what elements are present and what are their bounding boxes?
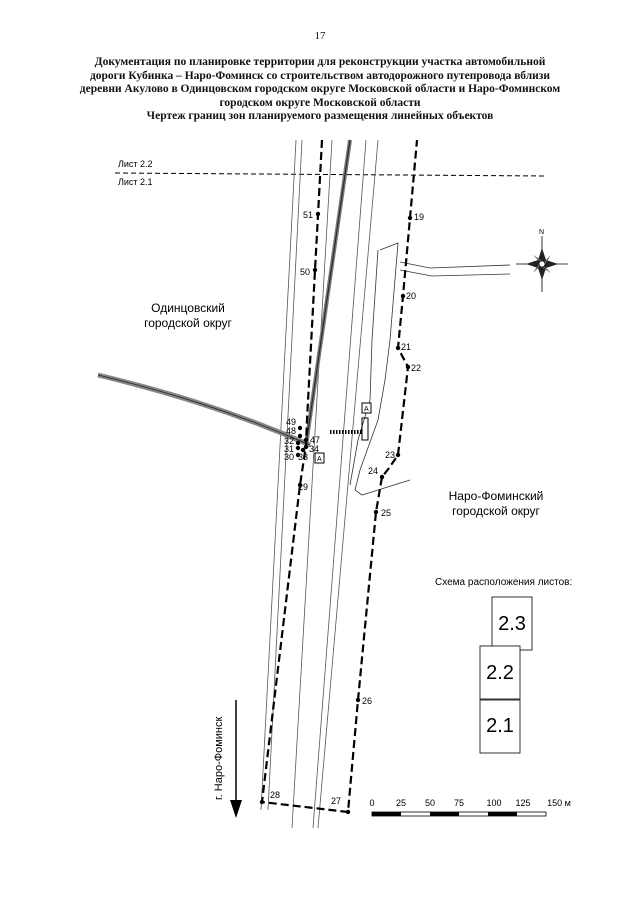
scale-bar [371, 811, 547, 817]
sheet-box-label: 2.1 [486, 715, 514, 737]
point-label: 27 [331, 796, 341, 806]
point-label: 34 [309, 444, 319, 454]
bus-stop-label: А [364, 406, 369, 413]
direction-label: г. Наро-Фоминск [213, 716, 225, 800]
drawing-title: Чертеж границ зон планируемого размещени… [146, 110, 494, 122]
document-header: Документация по планировке территории дл… [60, 56, 580, 124]
boundary-points [259, 211, 413, 815]
scale-tick: 50 [425, 798, 435, 808]
scale-tick: 75 [454, 798, 464, 808]
point-label: 31 [284, 444, 294, 454]
bus-stop-east [361, 402, 372, 414]
header-line: Документация по планировке территории дл… [94, 56, 546, 68]
sheet-label-upper: Лист 2.2 [118, 159, 153, 169]
local-road [354, 242, 411, 496]
compass-north-label: N [539, 229, 544, 236]
scale-tick: 150 м [547, 798, 571, 808]
scale-tick: 0 [369, 798, 374, 808]
sheet-scheme-title: Схема расположения листов: [435, 577, 572, 588]
scale-tick: 25 [396, 798, 406, 808]
side-road-west [97, 372, 312, 448]
direction-arrow-icon [230, 700, 242, 818]
district-west-line2: городской округ [144, 316, 232, 330]
header-line: деревни Акулово в Одинцовском городском … [79, 83, 561, 95]
point-label: 51 [303, 210, 313, 220]
header-line: городском округе Московской области [219, 96, 421, 109]
header-line: дороги Кубинка – Наро-Фоминск со строите… [89, 69, 551, 82]
point-label: 22 [411, 363, 421, 373]
point-label: 20 [406, 291, 416, 301]
scale-bar-labels: 0 25 50 75 100 125 150 м [369, 798, 570, 808]
scale-tick: 125 [515, 798, 530, 808]
bus-stop-shelter [361, 417, 369, 441]
point-label: 32 [284, 436, 294, 446]
point-label: 25 [381, 508, 391, 518]
bus-stop-label: А [317, 456, 322, 463]
point-label: 48 [286, 426, 296, 436]
point-label: 28 [270, 790, 280, 800]
point-label: 50 [300, 267, 310, 277]
point-label: 49 [286, 417, 296, 427]
sheet-label-lower: Лист 2.1 [118, 177, 153, 187]
point-label: 26 [362, 696, 372, 706]
page-number: 17 [314, 30, 326, 42]
side-road-west-edge [97, 374, 311, 446]
point-label: 21 [401, 342, 411, 352]
district-west-line1: Одинцовский [151, 301, 225, 315]
sheet-box-label: 2.3 [498, 613, 526, 635]
road-axis-center [305, 139, 351, 446]
scale-tick: 100 [486, 798, 501, 808]
point-label: 23 [385, 450, 395, 460]
local-road-inner [349, 249, 379, 486]
point-label: 19 [414, 212, 424, 222]
point-label: 47 [310, 435, 320, 445]
boundary-point-labels: 51 50 49 48 47 34 33 32 31 30 29 28 27 2… [270, 210, 424, 806]
sheet-box-label: 2.2 [486, 662, 514, 684]
point-label: 33 [298, 452, 308, 462]
side-road-east-edge [399, 269, 511, 277]
district-east-line1: Наро-Фоминский [449, 489, 544, 503]
district-east-line2: городской округ [452, 504, 540, 518]
road-edges [260, 139, 379, 829]
sheet-scheme: 2.3 2.2 2.1 [479, 596, 533, 754]
side-road-east [399, 261, 511, 269]
bus-stop-west [314, 452, 325, 464]
compass-rose-icon: N [516, 229, 568, 292]
point-label: 30 [284, 452, 294, 462]
point-label: 29 [298, 482, 308, 492]
point-label: 24 [368, 466, 378, 476]
